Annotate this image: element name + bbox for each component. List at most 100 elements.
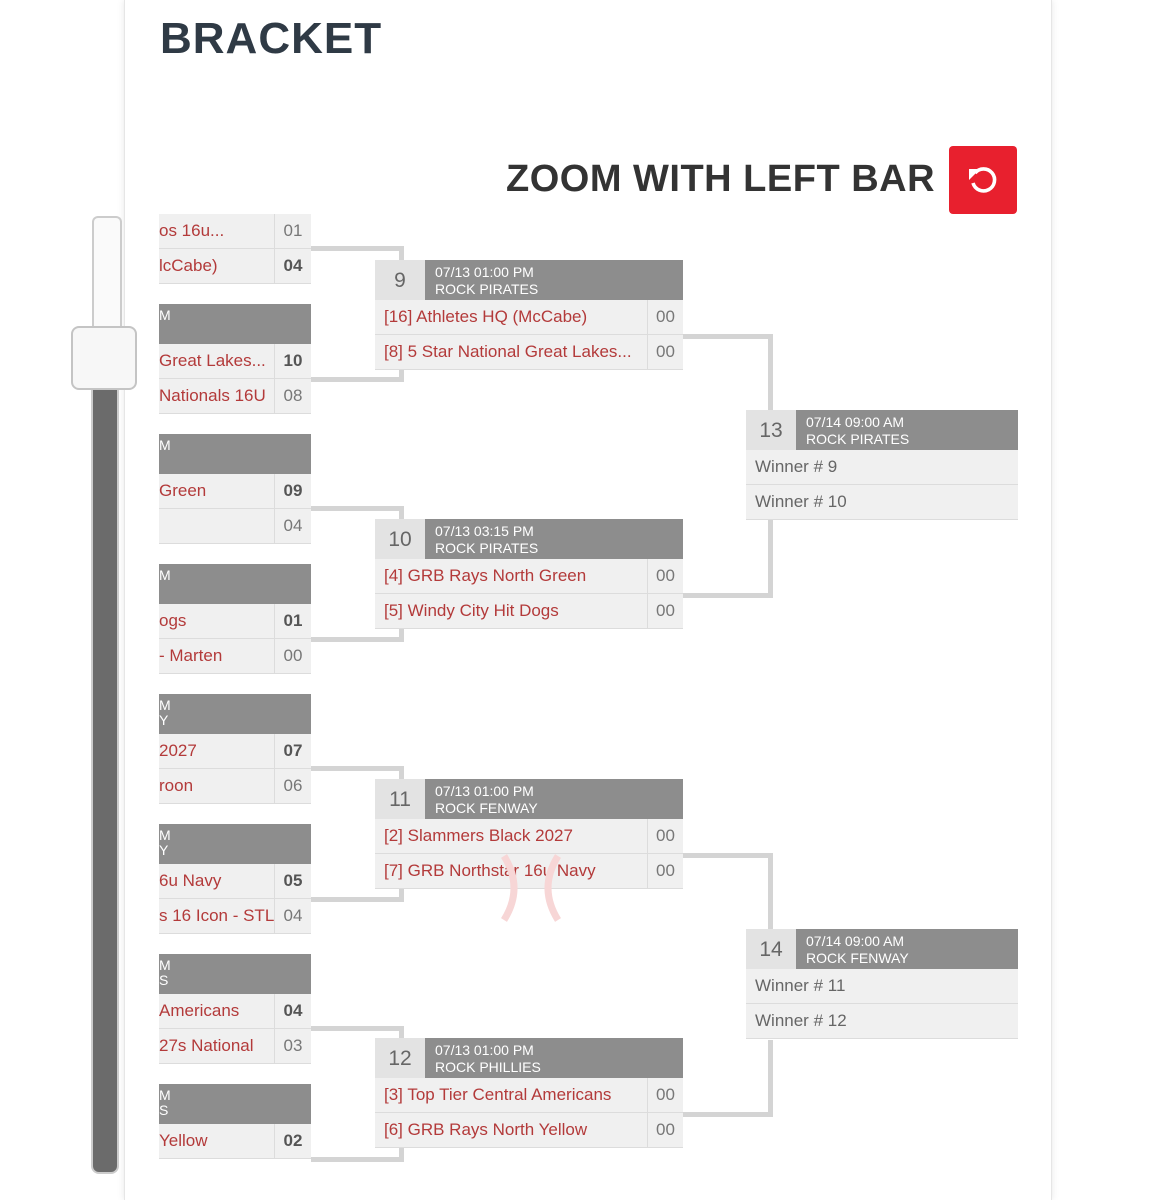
- team-name[interactable]: 6u Navy: [159, 871, 222, 890]
- team-row[interactable]: lcCabe) 04: [159, 249, 311, 284]
- bracket-connector: [311, 637, 403, 642]
- team-name[interactable]: [7] GRB Northstar 16u Navy: [384, 861, 596, 880]
- team-name[interactable]: - Marten: [159, 646, 223, 665]
- team-name[interactable]: Winner # 10: [755, 492, 847, 511]
- team-name[interactable]: roon: [159, 776, 194, 795]
- team-row[interactable]: 04: [159, 509, 311, 544]
- team-score: 08: [274, 379, 311, 413]
- team-row[interactable]: Winner # 9: [746, 450, 1018, 485]
- team-name[interactable]: [3] Top Tier Central Americans: [384, 1085, 612, 1104]
- team-name[interactable]: Americans: [159, 1001, 240, 1020]
- team-row[interactable]: [8] 5 Star National Great Lakes...00: [375, 335, 683, 370]
- baseball-watermark-icon: [500, 854, 562, 922]
- game-number: 12: [375, 1038, 425, 1078]
- left-game-header-text: Y: [159, 842, 169, 858]
- zoom-slider-track[interactable]: [92, 216, 122, 338]
- team-name[interactable]: Nationals 16U: [159, 386, 266, 405]
- team-name[interactable]: [6] GRB Rays North Yellow: [384, 1120, 588, 1139]
- team-score: 00: [647, 594, 683, 628]
- team-row[interactable]: Great Lakes...10: [159, 344, 311, 379]
- team-row[interactable]: Winner # 10: [746, 485, 1018, 520]
- team-row[interactable]: Nationals 16U 08: [159, 379, 311, 414]
- team-name[interactable]: 2027: [159, 741, 197, 760]
- team-row[interactable]: Winner # 12: [746, 1004, 1018, 1039]
- left-game-header: M: [159, 434, 311, 474]
- game-time: 07/13 01:00 PM: [435, 1042, 534, 1058]
- game-number: 11: [375, 779, 425, 819]
- team-name[interactable]: Yellow: [159, 1131, 208, 1150]
- left-game-header-text: M: [159, 1087, 171, 1103]
- team-name[interactable]: [16] Athletes HQ (McCabe): [384, 307, 588, 326]
- team-name[interactable]: os 16u...: [159, 221, 225, 240]
- team-name[interactable]: Winner # 9: [755, 457, 838, 476]
- game-time: 07/13 03:15 PM: [435, 523, 534, 539]
- team-name[interactable]: 27s National: [159, 1036, 254, 1055]
- team-score: 04: [274, 249, 311, 283]
- bracket-connector: [311, 246, 403, 251]
- team-name[interactable]: Green: [159, 481, 207, 500]
- team-name[interactable]: [8] 5 Star National Great Lakes...: [384, 342, 632, 361]
- game-venue: ROCK FENWAY: [806, 950, 909, 966]
- game-venue: ROCK PIRATES: [435, 281, 539, 297]
- team-name[interactable]: ogs: [159, 611, 187, 630]
- team-row[interactable]: [4] GRB Rays North Green 00: [375, 559, 683, 594]
- left-game-header-text: M: [159, 827, 171, 843]
- team-name[interactable]: [5] Windy City Hit Dogs: [384, 601, 559, 620]
- team-name[interactable]: Winner # 11: [755, 976, 846, 995]
- team-score: 00: [647, 1078, 683, 1112]
- team-row[interactable]: [16] Athletes HQ (McCabe)00: [375, 300, 683, 335]
- team-row[interactable]: os 16u...01: [159, 214, 311, 249]
- team-name[interactable]: [4] GRB Rays North Green: [384, 566, 587, 585]
- team-name[interactable]: Winner # 12: [755, 1011, 847, 1030]
- zoom-slider-handle[interactable]: [71, 326, 137, 390]
- team-row[interactable]: [5] Windy City Hit Dogs 00: [375, 594, 683, 629]
- team-score: 04: [274, 509, 311, 543]
- left-game-header-text: S: [159, 1102, 169, 1118]
- bracket-connector: [683, 334, 773, 339]
- team-row[interactable]: [3] Top Tier Central Americans 00: [375, 1078, 683, 1113]
- team-name[interactable]: [2] Slammers Black 2027: [384, 826, 573, 845]
- team-score: 04: [274, 899, 311, 933]
- team-score: 00: [647, 559, 683, 593]
- left-game-partial[interactable]: os 16u...01 lcCabe) 04: [159, 214, 311, 284]
- zoom-slider-fill[interactable]: [91, 380, 119, 1174]
- team-name[interactable]: Great Lakes...: [159, 351, 266, 370]
- reset-zoom-button[interactable]: [949, 146, 1017, 214]
- team-name[interactable]: s 16 Icon - STL: [159, 906, 275, 925]
- undo-icon: [969, 167, 997, 193]
- team-name[interactable]: lcCabe): [159, 256, 218, 275]
- bracket-connector: [311, 766, 403, 771]
- team-row[interactable]: Winner # 11: [746, 969, 1018, 1004]
